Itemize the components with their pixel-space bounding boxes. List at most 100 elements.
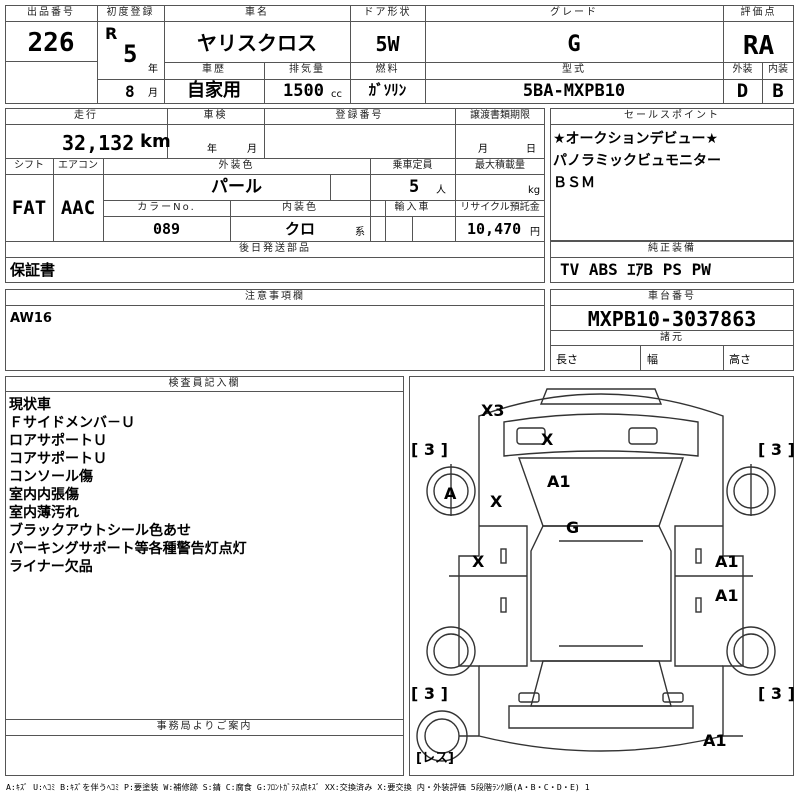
spec-height: 高さ bbox=[729, 353, 751, 366]
mileage: 32,132 bbox=[62, 131, 135, 155]
lot-number-label: 出品番号 bbox=[27, 7, 75, 18]
shift-label: シフト bbox=[14, 160, 44, 171]
color-no-label: カラーNo. bbox=[137, 202, 196, 213]
wheel-front-right bbox=[726, 466, 776, 516]
inspector-note: Ｆサイドメンバ－Ｕ bbox=[9, 415, 135, 431]
car-name: ヤリスクロス bbox=[197, 31, 317, 55]
recycle-deposit: 10,470 bbox=[467, 220, 522, 238]
ext-color: パール bbox=[211, 177, 262, 197]
max-load-unit: kg bbox=[528, 185, 541, 196]
inspector-note: ライナー欠品 bbox=[9, 559, 93, 575]
sales-point-line: ＢＳＭ bbox=[553, 175, 595, 191]
import-label: 輸入車 bbox=[394, 202, 431, 213]
sales-point-line: パノラミックビュモニター bbox=[553, 153, 721, 169]
car-name-label: 車名 bbox=[245, 7, 269, 18]
door: 5W bbox=[375, 32, 400, 56]
header-block bbox=[5, 5, 794, 104]
tire-tread-fr: [ 3 ] bbox=[758, 440, 795, 459]
body-outline bbox=[458, 393, 744, 752]
mark-roof: G bbox=[566, 518, 580, 537]
lot-number: 226 bbox=[27, 28, 75, 58]
max-load-label: 最大積載量 bbox=[475, 160, 525, 171]
mileage-unit: km bbox=[140, 131, 171, 152]
exterior-grade: D bbox=[736, 80, 749, 102]
wheel-rear-right bbox=[726, 626, 776, 676]
hood-outline bbox=[518, 457, 684, 527]
wheel-front-left bbox=[426, 466, 476, 516]
color-no: 089 bbox=[152, 220, 181, 238]
vehicle-info-block bbox=[5, 108, 545, 283]
year-unit: 年 bbox=[148, 64, 158, 75]
air-conditioner: AAC bbox=[60, 197, 96, 219]
grade-label: グレード bbox=[550, 7, 598, 18]
recycle-label: リサイクル預託金 bbox=[460, 202, 540, 213]
mark-hood: A1 bbox=[547, 472, 571, 491]
ac-label: エアコン bbox=[58, 160, 98, 171]
score: RA bbox=[742, 31, 775, 61]
inspector-note: コアサポートＵ bbox=[9, 451, 107, 467]
inspector-note: 室内内張傷 bbox=[9, 487, 79, 503]
insp-year-unit: 年 bbox=[207, 144, 217, 155]
sales-point-block bbox=[550, 108, 794, 241]
tire-tread-rr: [ 3 ] bbox=[758, 684, 795, 703]
inspector-note: ロアサポートＵ bbox=[9, 433, 107, 449]
insp-month-unit: 月 bbox=[247, 144, 257, 155]
ext-color-label: 外装色 bbox=[218, 160, 255, 171]
equipment-label: 純正装備 bbox=[648, 243, 696, 254]
sales-point-line: ★オークションデビュー★ bbox=[553, 131, 719, 147]
damage-legend: A:ｷｽﾞ U:ﾍｺﾐ B:ｷｽﾞを伴うﾍｺﾐ P:要塗装 W:補修跡 S:錆 … bbox=[6, 782, 590, 792]
inspector-block bbox=[5, 376, 404, 776]
capacity-label: 乗車定員 bbox=[392, 160, 433, 171]
spare-tire-none: [レス] bbox=[416, 751, 454, 766]
mark-roof-top: X3 bbox=[481, 401, 505, 420]
displacement-label: 排気量 bbox=[289, 64, 325, 75]
caution-text: AW16 bbox=[10, 311, 52, 326]
later-parts: 保証書 bbox=[10, 261, 56, 279]
specs-label: 諸元 bbox=[660, 332, 684, 343]
mark-left-front-door: X bbox=[472, 552, 485, 571]
car-diagram bbox=[416, 388, 776, 762]
mark-right-rear-door: A1 bbox=[715, 586, 739, 605]
fuel: ｶﾞｿﾘﾝ bbox=[368, 81, 407, 99]
inspector-label: 検査員記入欄 bbox=[168, 378, 241, 389]
shift: FAT bbox=[11, 197, 47, 219]
history: 自家用 bbox=[187, 80, 241, 101]
int-color: クロ bbox=[284, 220, 315, 238]
model-label: 型式 bbox=[562, 64, 586, 75]
grade: G bbox=[567, 32, 581, 57]
score-label: 評価点 bbox=[740, 7, 777, 18]
tire-tread-rl: [ 3 ] bbox=[411, 684, 448, 703]
roof-outline bbox=[530, 525, 672, 662]
mark-right-front-door: A1 bbox=[715, 552, 739, 571]
recycle-unit: 円 bbox=[530, 227, 540, 238]
interior-label: 内装 bbox=[768, 64, 788, 75]
int-color-unit: 系 bbox=[355, 227, 365, 238]
caution-label: 注意事項欄 bbox=[245, 291, 305, 302]
door-label: ドア形状 bbox=[363, 7, 412, 18]
car-diagram-block bbox=[409, 376, 794, 776]
equipment-block bbox=[550, 241, 794, 283]
model: 5BA-MXPB10 bbox=[522, 81, 626, 101]
era: R bbox=[105, 24, 118, 43]
month-unit: 月 bbox=[148, 88, 158, 99]
inspector-note: 室内薄汚れ bbox=[9, 505, 79, 521]
caution-block bbox=[5, 289, 545, 371]
interior-grade: B bbox=[772, 80, 784, 102]
int-color-label: 内装色 bbox=[282, 202, 318, 213]
reg-month: 8 bbox=[125, 82, 135, 101]
transfer-month-unit: 月 bbox=[478, 144, 488, 155]
spec-length: 長さ bbox=[556, 353, 578, 366]
inspection-label: 車検 bbox=[203, 110, 228, 121]
mark-front-left-tire: A bbox=[444, 484, 457, 503]
displacement: 1500 bbox=[283, 81, 324, 101]
spec-width: 幅 bbox=[647, 353, 658, 366]
office-label: 事務局よりご案内 bbox=[156, 721, 253, 732]
mark-windshield: X bbox=[541, 430, 554, 449]
capacity: 5 bbox=[409, 177, 420, 197]
mileage-label: 走行 bbox=[74, 110, 98, 121]
reg-number-label: 登録番号 bbox=[335, 110, 384, 121]
mark-left-fender: X bbox=[490, 492, 503, 511]
exterior-label: 外装 bbox=[732, 64, 753, 75]
inspector-note: コンソール傷 bbox=[9, 469, 93, 485]
equipment: TV ABS ｴｱB PS PW bbox=[560, 260, 711, 279]
